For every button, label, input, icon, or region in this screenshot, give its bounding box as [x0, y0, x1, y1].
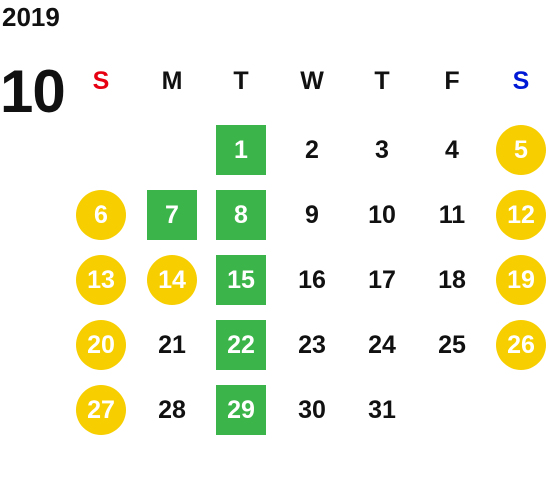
calendar-day[interactable]: 2 [305, 136, 319, 164]
calendar-day[interactable]: 27 [76, 385, 126, 435]
calendar-day[interactable]: 31 [368, 396, 396, 424]
calendar-day[interactable]: 22 [216, 320, 266, 370]
calendar-day[interactable]: 10 [368, 201, 396, 229]
calendar-day[interactable]: 7 [147, 190, 197, 240]
weekday-header: M [161, 67, 183, 95]
calendar-day[interactable]: 12 [496, 190, 546, 240]
calendar-day[interactable]: 24 [368, 331, 396, 359]
calendar-day[interactable]: 16 [298, 266, 326, 294]
calendar-day[interactable]: 13 [76, 255, 126, 305]
calendar-day[interactable]: 9 [305, 201, 319, 229]
calendar-day[interactable]: 5 [496, 125, 546, 175]
calendar-day[interactable]: 17 [368, 266, 396, 294]
calendar-day[interactable]: 26 [496, 320, 546, 370]
calendar-day[interactable]: 21 [158, 331, 186, 359]
calendar-day[interactable]: 3 [375, 136, 389, 164]
calendar-day[interactable]: 28 [158, 396, 186, 424]
calendar-day[interactable]: 14 [147, 255, 197, 305]
weekday-header: F [444, 67, 460, 95]
year-label: 2019 [2, 2, 60, 32]
weekday-header: S [512, 67, 530, 95]
calendar-day[interactable]: 19 [496, 255, 546, 305]
calendar-day[interactable]: 25 [438, 331, 466, 359]
calendar-day[interactable]: 29 [216, 385, 266, 435]
calendar-day[interactable]: 23 [298, 331, 326, 359]
month-number: 10 [0, 58, 66, 125]
weekday-header: S [92, 67, 110, 95]
calendar-day[interactable]: 4 [445, 136, 459, 164]
calendar-day[interactable]: 1 [216, 125, 266, 175]
weekday-header: W [300, 67, 324, 95]
calendar-day[interactable]: 15 [216, 255, 266, 305]
calendar-day[interactable]: 8 [216, 190, 266, 240]
calendar-day[interactable]: 18 [438, 266, 466, 294]
calendar-day[interactable]: 11 [438, 201, 466, 229]
calendar-day[interactable]: 6 [76, 190, 126, 240]
calendar-day[interactable]: 30 [298, 396, 326, 424]
weekday-header: T [233, 67, 249, 95]
calendar-day[interactable]: 20 [76, 320, 126, 370]
weekday-header: T [374, 67, 390, 95]
